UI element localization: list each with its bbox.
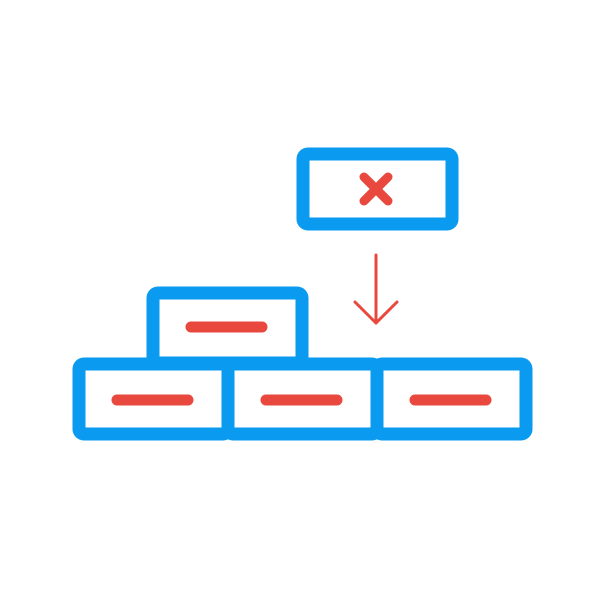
arrow-down-icon bbox=[353, 253, 399, 325]
stack-block-bottom-left bbox=[72, 357, 235, 441]
stack-block-bottom-right bbox=[370, 357, 533, 441]
falling-block-outline bbox=[296, 147, 459, 231]
stack-block-top bbox=[146, 286, 309, 370]
x-mark-icon bbox=[359, 172, 393, 206]
falling-block bbox=[296, 147, 459, 231]
stack-block-bottom-middle bbox=[221, 357, 384, 441]
stack-block-bottom-right-outline bbox=[370, 357, 533, 441]
